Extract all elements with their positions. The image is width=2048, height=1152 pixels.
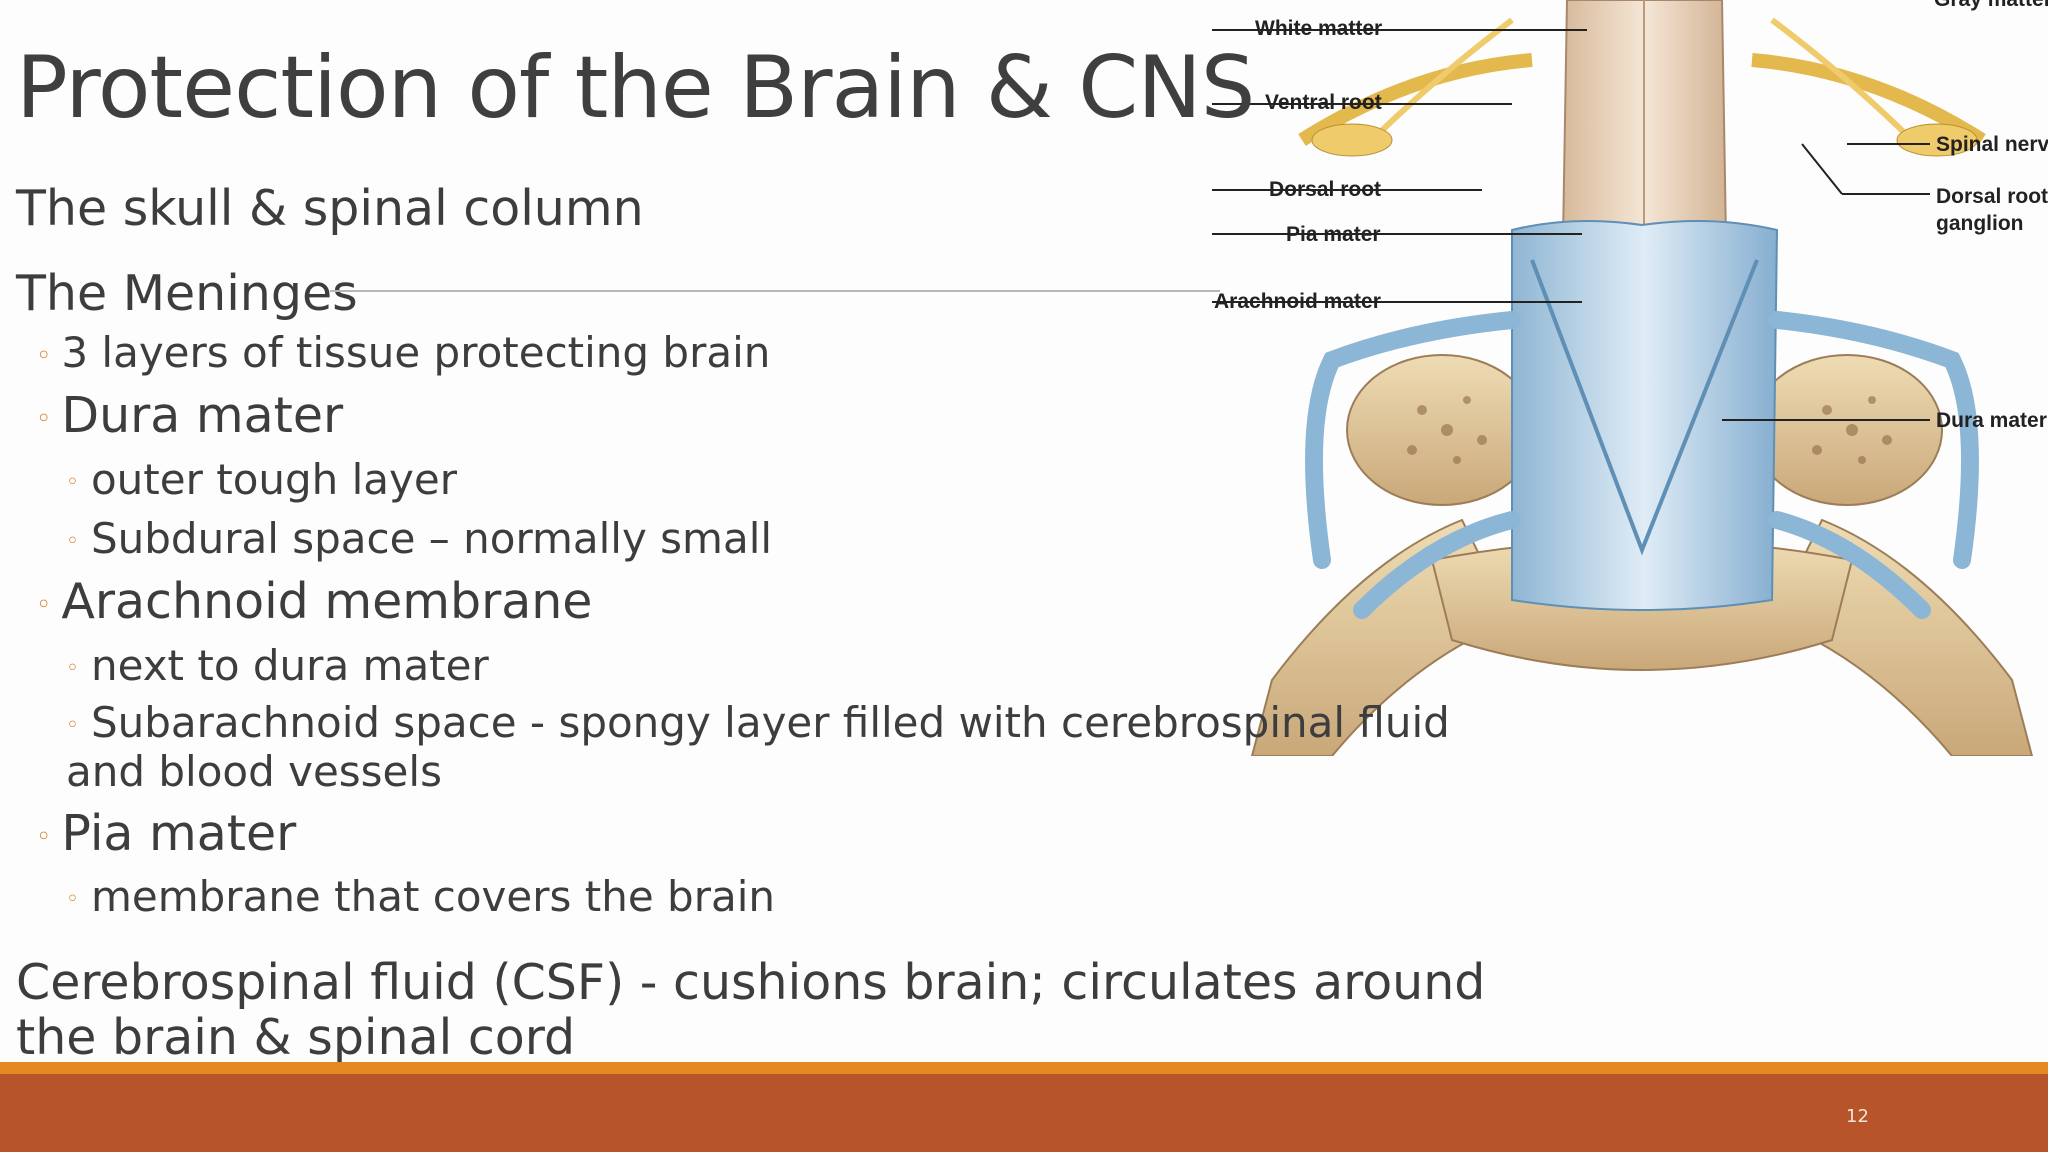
page-number: 12 <box>1846 1106 1869 1127</box>
bullet-icon: ◦ <box>66 712 79 738</box>
label-dura-mater: Dura mater <box>1936 409 2047 432</box>
item-dura-2: ◦ Subdural space – normally small <box>66 514 772 563</box>
spinal-meninges-diagram <box>1212 0 2034 756</box>
item-dura: ◦ Dura mater <box>36 387 343 444</box>
label-dorsal-root-ganglion: Dorsal root ganglion <box>1936 185 2048 235</box>
bullet-icon: ◦ <box>66 529 79 554</box>
label-spinal-nerve: Spinal nerve <box>1936 133 2048 156</box>
item-text: 3 layers of tissue protecting brain <box>61 328 771 377</box>
label-dorsal-root: Dorsal root <box>1269 178 1382 201</box>
item-csf: Cerebrospinal fluid (CSF) - cushions bra… <box>16 954 1486 1066</box>
label-gray-matter: Gray matter <box>1934 0 2048 12</box>
item-tissue-layers: ◦ 3 layers of tissue protecting brain <box>36 328 770 377</box>
footer-bar <box>0 1074 2048 1152</box>
item-pia: ◦ Pia mater <box>36 805 296 862</box>
bullet-icon: ◦ <box>36 589 52 620</box>
label-arachnoid-mater: Arachnoid mater <box>1214 290 1381 313</box>
item-text: next to dura mater <box>90 641 489 690</box>
item-arachnoid-2: ◦Subarachnoid space - spongy layer fille… <box>66 700 1506 795</box>
item-skull: The skull & spinal column <box>16 180 644 237</box>
item-arachnoid-1: ◦ next to dura mater <box>66 641 489 690</box>
label-white-matter: White matter <box>1255 17 1383 40</box>
item-text: Dura mater <box>61 387 344 444</box>
item-text: Subarachnoid space - spongy layer filled… <box>66 698 1450 796</box>
bullet-icon: ◦ <box>36 403 52 434</box>
item-text: Arachnoid membrane <box>61 573 593 630</box>
bullet-icon: ◦ <box>66 470 79 495</box>
footer-accent-line <box>0 1062 2048 1074</box>
item-meninges: The Meninges <box>16 265 358 322</box>
item-pia-1: ◦ membrane that covers the brain <box>66 872 775 921</box>
item-dura-1: ◦ outer tough layer <box>66 455 457 504</box>
item-text: Subdural space – normally small <box>90 514 773 563</box>
bullet-icon: ◦ <box>36 821 52 852</box>
bullet-icon: ◦ <box>66 656 79 681</box>
label-ventral-root: Ventral root <box>1265 91 1382 114</box>
bullet-icon: ◦ <box>36 340 52 371</box>
label-pia-mater: Pia mater <box>1286 223 1381 246</box>
divider-line <box>330 290 1220 292</box>
bullet-icon: ◦ <box>66 887 79 912</box>
slide-title: Protection of the Brain & CNS <box>16 38 1255 138</box>
item-text: Pia mater <box>61 805 297 862</box>
spinal-cord-illustration <box>1212 0 2048 756</box>
item-text: outer tough layer <box>90 455 458 504</box>
item-arachnoid: ◦ Arachnoid membrane <box>36 573 592 630</box>
item-text: membrane that covers the brain <box>90 872 775 921</box>
